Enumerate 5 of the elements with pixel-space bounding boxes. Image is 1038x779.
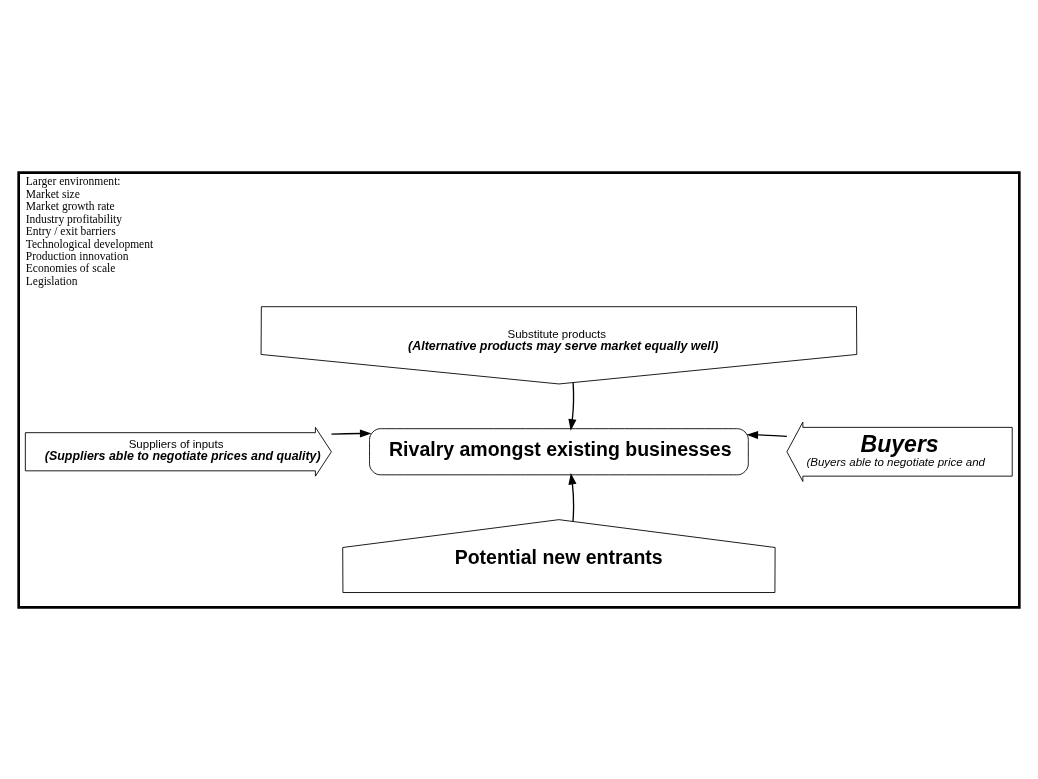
arrow — [568, 381, 577, 431]
arrow — [330, 428, 372, 438]
arrow — [568, 472, 577, 522]
arrow — [746, 430, 788, 439]
node-box: Rivalry amongst existing businesses — [369, 427, 749, 475]
